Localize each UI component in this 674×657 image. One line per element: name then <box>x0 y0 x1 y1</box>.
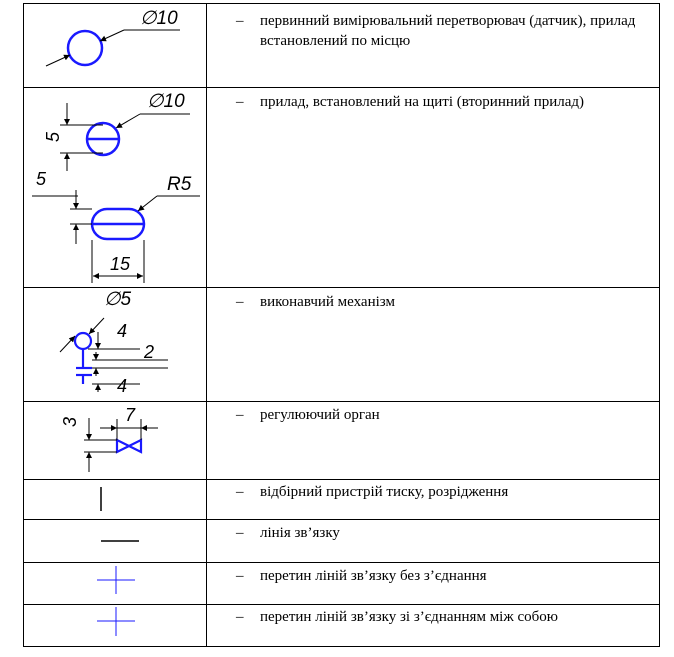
description-text: перетин ліній зв’язку без з’єднання <box>260 568 487 584</box>
bullet-dash: – <box>236 568 244 584</box>
description-text: прилад, встановлений на щиті (вторинний … <box>260 94 585 110</box>
table-grid <box>23 3 660 647</box>
description-text: відбірний пристрій тиску, розрідження <box>260 484 509 500</box>
dim-label: 5 <box>36 169 47 189</box>
dim-label: 4 <box>117 321 127 341</box>
device-circle-icon <box>85 121 121 157</box>
dim-label: 15 <box>110 254 131 274</box>
dim-label: 3 <box>60 417 80 427</box>
dim-label: ∅5 <box>104 289 132 310</box>
crossing-with-joint-icon <box>97 607 135 636</box>
valve-symbol: 7 3 <box>60 405 158 472</box>
sensor-symbol: ∅10 <box>45 8 180 67</box>
crossing-no-joint-icon <box>97 566 135 594</box>
description-text: регулюючий орган <box>260 407 380 423</box>
dim-label: 4 <box>117 376 127 396</box>
panel-device-symbol: ∅10 5 R5 5 15 <box>32 91 200 283</box>
actuator-symbol: ∅5 4 2 4 <box>59 289 168 396</box>
dim-label: 7 <box>125 405 136 425</box>
bullet-dash: – <box>236 525 244 541</box>
bullet-dash: – <box>236 484 244 500</box>
bullet-dash: – <box>236 94 244 110</box>
bullet-dash: – <box>236 609 244 625</box>
dim-label: ∅10 <box>147 91 185 112</box>
description-text: виконавчий механізм <box>260 294 395 310</box>
description-text: первинний вимірювальний перетворювач (да… <box>260 13 636 49</box>
description-text: лінія зв’язку <box>260 525 340 541</box>
bullet-dash: – <box>236 407 244 423</box>
bullet-dash: – <box>236 13 244 29</box>
description-text: перетин ліній зв’язку зі з’єднанням між … <box>260 609 558 625</box>
bullet-dash: – <box>236 294 244 310</box>
actuator-circle-icon <box>73 331 93 351</box>
sensor-circle-icon <box>66 29 104 67</box>
dim-label: 5 <box>43 131 63 142</box>
valve-icon <box>115 438 143 454</box>
dim-label: 2 <box>143 342 154 362</box>
dim-label: ∅10 <box>140 8 178 29</box>
dim-label: R5 <box>167 174 192 195</box>
